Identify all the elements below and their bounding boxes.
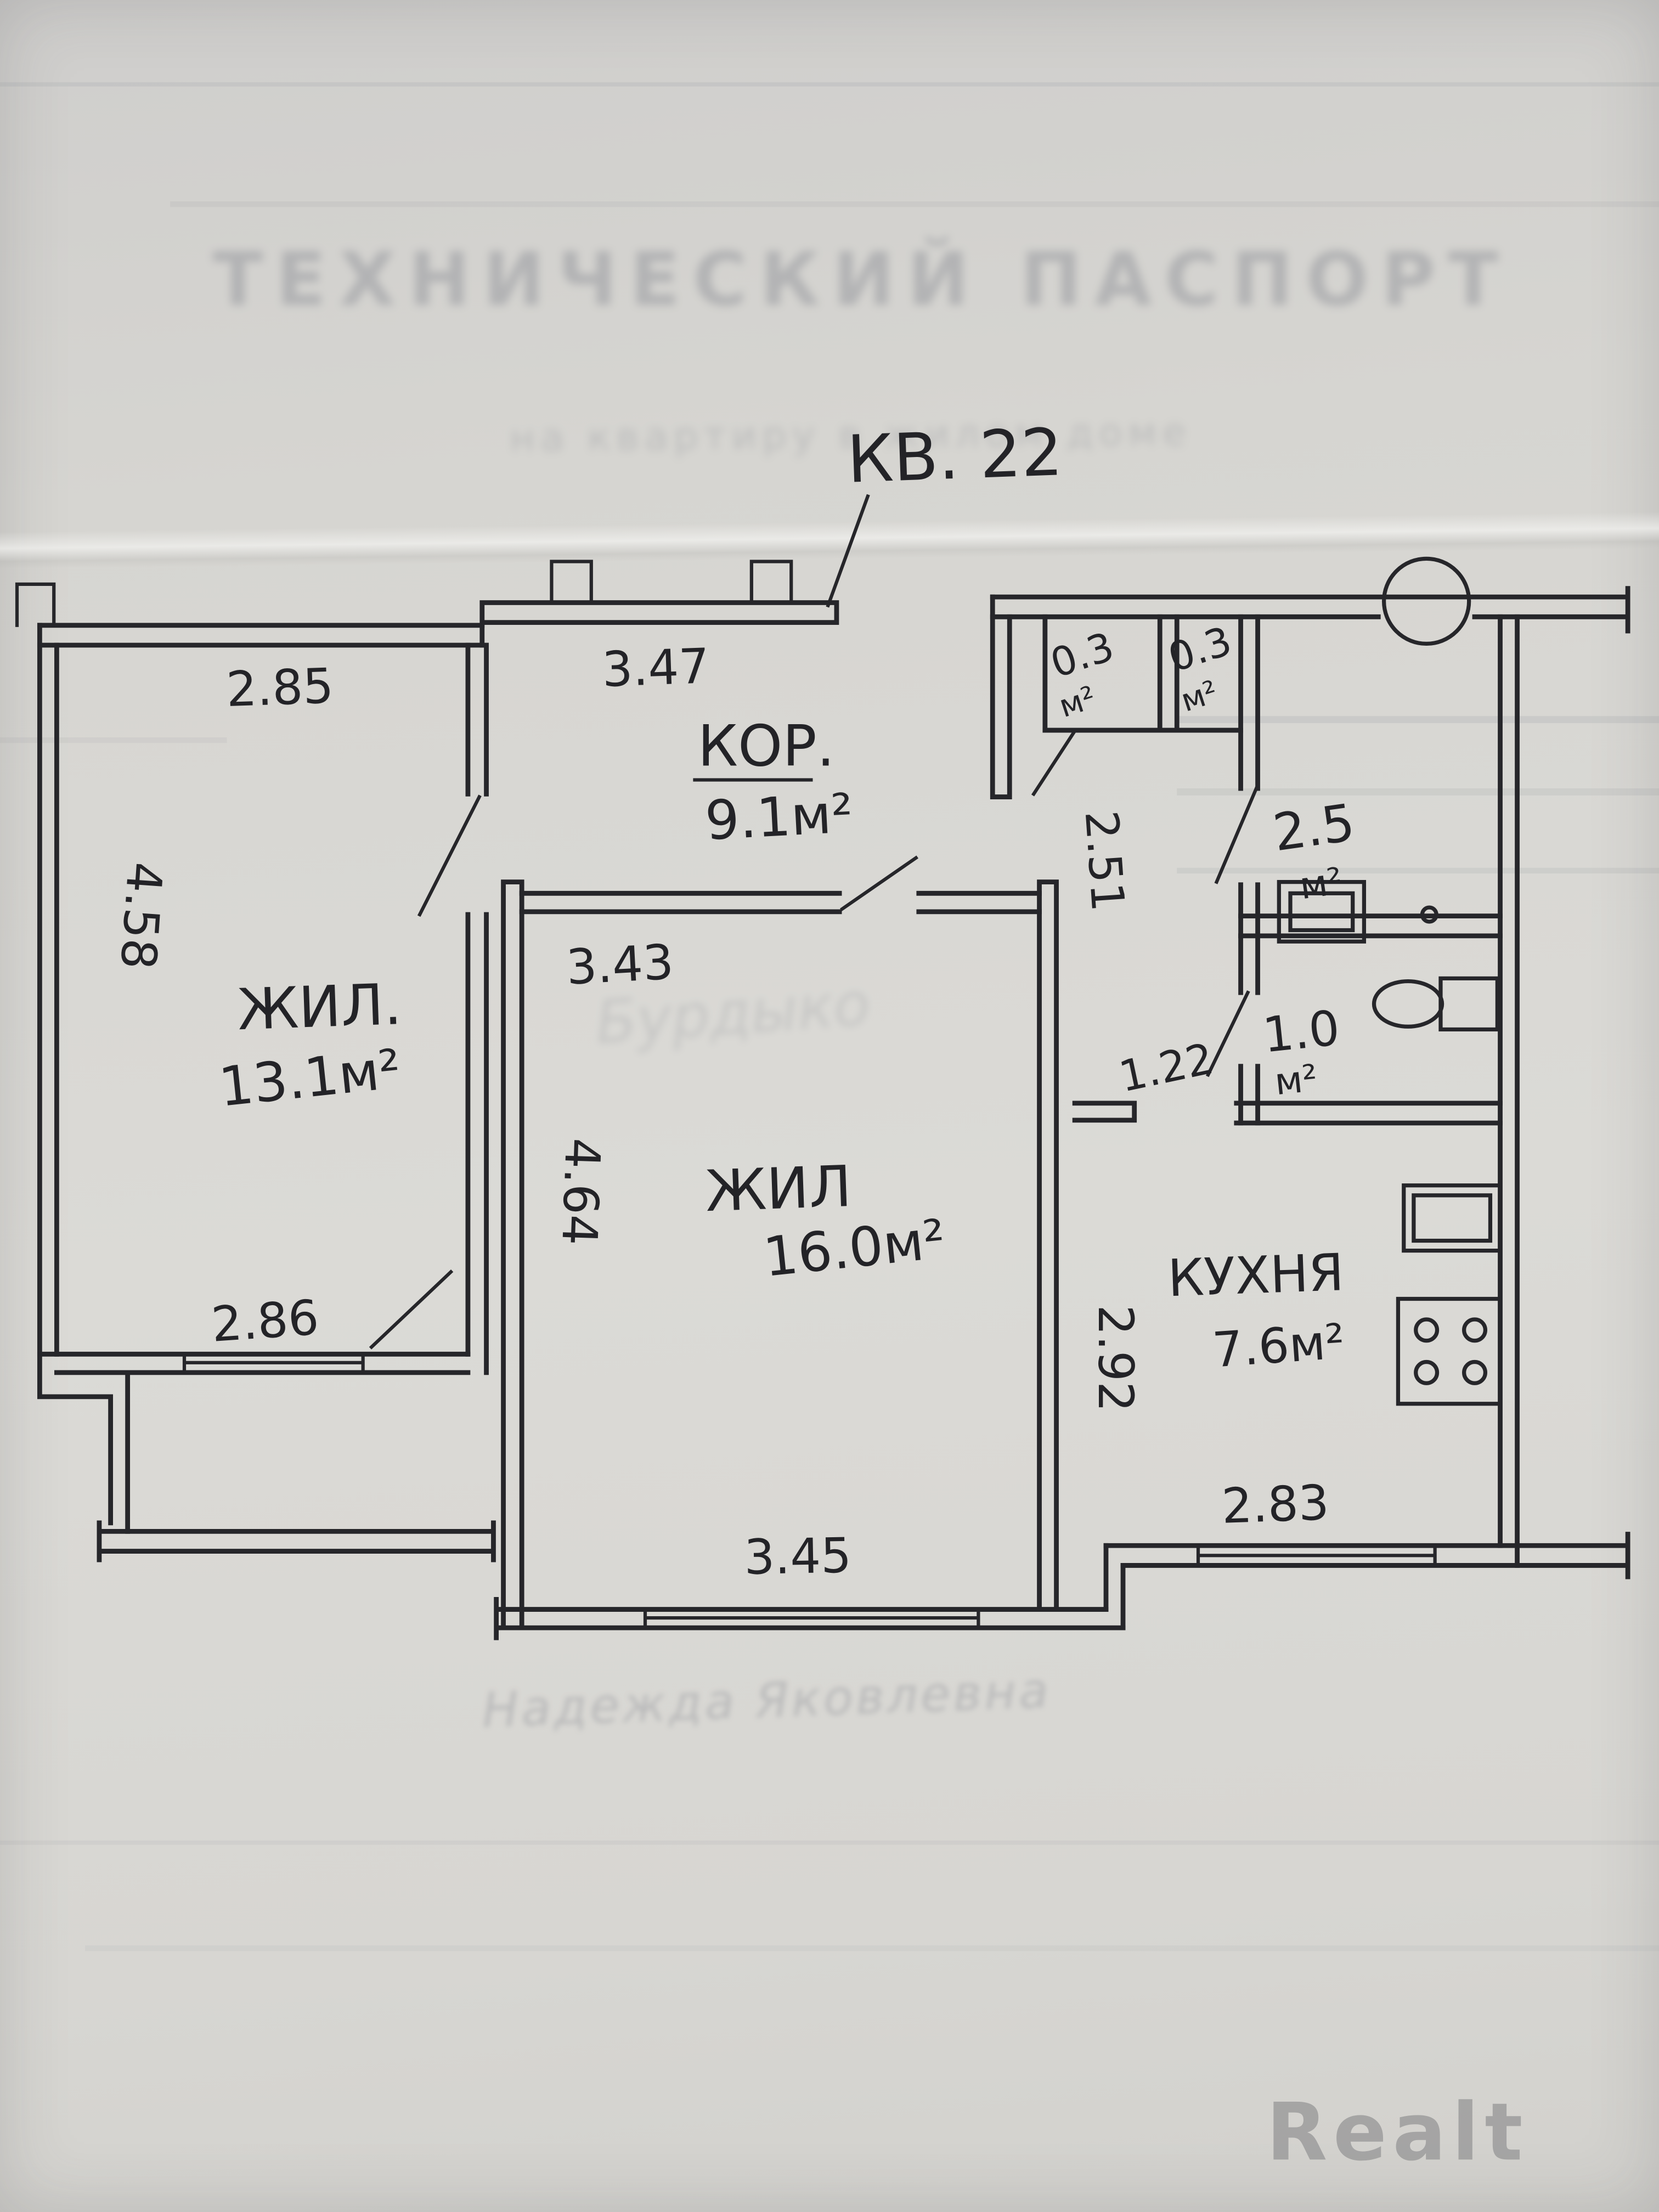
- show-through-line: [0, 82, 1659, 87]
- dim-kitchen-bottom: 2.83: [1221, 1474, 1330, 1534]
- kitchen-counter-inner: [1412, 1193, 1493, 1243]
- dim-living2-top: 3.43: [565, 934, 675, 996]
- walls: [15, 494, 1630, 1640]
- show-through-line: [1177, 716, 1659, 724]
- realt-watermark: Realt: [1266, 2087, 1528, 2180]
- kitchen-counter: [1402, 1183, 1503, 1253]
- dim-top-mid: 3.47: [601, 637, 710, 698]
- dim-living1-bottom: 2.86: [210, 1289, 320, 1353]
- dim-left-wall: 4.58: [110, 860, 173, 971]
- sink: [1277, 880, 1367, 944]
- sink-basin: [1288, 891, 1355, 933]
- room-area-wc: 1.0: [1260, 1000, 1342, 1064]
- room-unit-bath: м²: [1297, 859, 1345, 907]
- fixtures: [1277, 880, 1503, 1406]
- burner: [1462, 1359, 1488, 1385]
- room-area-closet-right: 0.3: [1163, 618, 1237, 681]
- labels: КВ. 22 КОР. 9.1м² ЖИЛ. 13.1м² ЖИЛ 16.0м²…: [110, 415, 1358, 1585]
- show-through-line: [0, 737, 227, 743]
- show-through-line: [1177, 788, 1659, 795]
- burner: [1462, 1317, 1488, 1343]
- room-unit-closet-right: м²: [1177, 674, 1222, 719]
- room-area-kitchen: 7.6м²: [1211, 1313, 1347, 1379]
- room-area-living1: 13.1м²: [216, 1038, 404, 1119]
- dim-living2-bottom: 3.45: [743, 1527, 851, 1585]
- room-unit-wc: м²: [1273, 1057, 1319, 1104]
- room-label-kitchen: КУХНЯ: [1167, 1243, 1345, 1308]
- room-label-corridor: КОР.: [698, 714, 835, 780]
- apartment-label: КВ. 22: [846, 415, 1064, 498]
- show-through-line: [85, 1945, 1659, 1951]
- room-label-living1: ЖИЛ.: [236, 972, 403, 1043]
- room-area-bath: 2.5: [1269, 793, 1358, 863]
- vent-shaft-circle: [1381, 556, 1471, 646]
- dim-top-left: 2.85: [225, 657, 335, 718]
- dim-living2-left: 4.64: [551, 1137, 611, 1246]
- faucet: [1420, 905, 1438, 924]
- show-through-line: [0, 1840, 1659, 1845]
- show-through-line: [170, 201, 1659, 207]
- room-area-corridor: 9.1м²: [703, 782, 854, 853]
- faint-document-title: ТЕХНИЧЕСКИЙ ПАСПОРТ: [212, 238, 1511, 324]
- burner: [1414, 1359, 1440, 1385]
- stove: [1396, 1296, 1503, 1406]
- room-label-living2: ЖИЛ: [704, 1154, 853, 1224]
- toilet-tank: [1438, 976, 1499, 1032]
- room-area-closet-left: 0.3: [1045, 624, 1119, 687]
- burner: [1414, 1317, 1440, 1343]
- show-through-line: [1177, 867, 1659, 874]
- dim-hall-vertical: 2.51: [1075, 809, 1135, 913]
- toilet-bowl: [1372, 979, 1444, 1029]
- dim-kitchen-left: 2.92: [1087, 1305, 1144, 1412]
- dim-kitchen-doorway: 1.22: [1115, 1034, 1218, 1102]
